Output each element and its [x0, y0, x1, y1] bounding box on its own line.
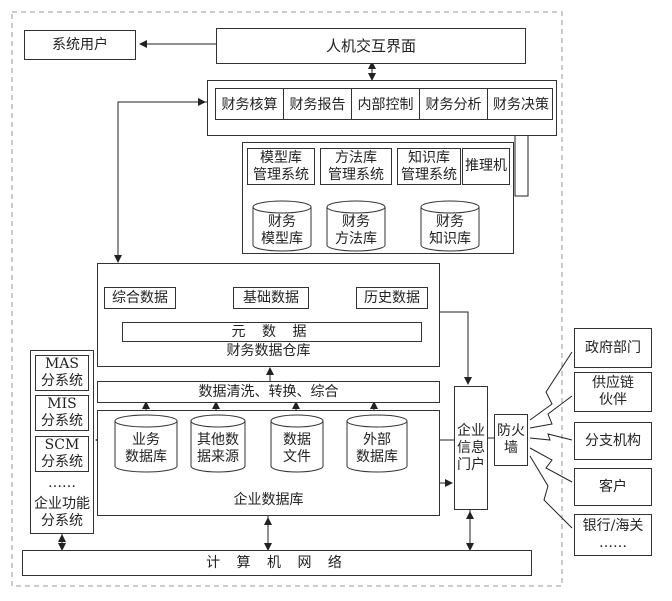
knowledge-mgmt-line2: 管理系统 [401, 166, 457, 183]
module-bar: 财务核算 财务报告 内部控制 财务分析 财务决策 [215, 88, 553, 120]
summary-data-label: 综合数据 [112, 289, 168, 306]
enterprise-subsystem-line2: 分系统 [41, 513, 83, 529]
firewall-line1: 防火 [497, 423, 525, 439]
enterprise-db-title: 企业数据库 [233, 492, 304, 508]
system-user-box: 系统用户 [24, 30, 136, 60]
external-supply-chain-line1: 供应链 [592, 375, 634, 391]
external-supply-chain: 供应链 伙伴 [574, 372, 652, 412]
mas-line1: MAS [44, 356, 80, 372]
inference-engine-label: 推理机 [465, 158, 507, 174]
external-db-line1: 外部 [363, 432, 391, 448]
fin-method-line2: 方法库 [335, 231, 377, 247]
other-sources-line1: 其他数 [197, 432, 239, 448]
fin-knowledge-line1: 财务 [436, 214, 464, 230]
external-supply-chain-line2: 伙伴 [599, 392, 627, 408]
hci-box: 人机交互界面 [216, 28, 526, 64]
module-internal-control: 内部控制 [352, 89, 420, 119]
external-branches: 分支机构 [574, 422, 652, 460]
hci-label: 人机交互界面 [325, 36, 416, 55]
module-reporting-label: 财务报告 [289, 97, 346, 113]
scm-line2: 分系统 [41, 454, 83, 470]
enterprise-portal: 企业 信息 门户 [454, 386, 488, 510]
inference-engine-box: 推理机 [462, 148, 510, 185]
business-db-line2: 数据库 [125, 449, 167, 465]
etl-box: 数据清洗、转换、综合 [97, 381, 440, 403]
model-mgmt-box: 模型库 管理系统 [247, 148, 315, 185]
enterprise-subsystem: 企业功能 分系统 [30, 496, 94, 530]
module-analysis: 财务分析 [420, 89, 488, 119]
data-files-line1: 数据 [283, 432, 311, 448]
system-user-label: 系统用户 [52, 36, 108, 53]
external-db: 外部数据库 [346, 414, 408, 474]
fin-model-line2: 模型库 [261, 231, 303, 247]
module-internal-control-label: 内部控制 [357, 97, 414, 113]
portal-line1: 企业 [457, 422, 485, 439]
method-mgmt-line1: 方法库 [335, 149, 377, 166]
other-sources-line2: 据来源 [197, 449, 239, 465]
computer-network: 计 算 机 网 络 [22, 550, 532, 576]
mis-subsystem: MIS 分系统 [35, 395, 89, 431]
data-files: 数据文件 [270, 414, 324, 474]
metadata-box: 元 数 据 [122, 322, 422, 342]
system-boundary [11, 11, 563, 587]
summary-data-box: 综合数据 [104, 287, 176, 309]
data-files-line2: 文件 [283, 449, 311, 465]
mis-line2: 分系统 [41, 413, 83, 429]
fin-method-line1: 财务 [342, 214, 370, 230]
knowledge-mgmt-line1: 知识库 [408, 149, 450, 166]
external-government: 政府部门 [574, 328, 652, 368]
external-banks-line1: 银行/海关 [582, 518, 644, 534]
firewall-line2: 墙 [504, 440, 518, 456]
knowledge-mgmt-box: 知识库 管理系统 [397, 148, 461, 185]
module-decision: 财务决策 [488, 89, 554, 119]
basic-data-label: 基础数据 [243, 289, 299, 306]
history-data-box: 历史数据 [356, 287, 428, 309]
scm-line1: SCM [44, 437, 80, 453]
external-branches-label: 分支机构 [585, 432, 641, 449]
other-sources: 其他数据来源 [190, 414, 246, 474]
firewall: 防火 墙 [494, 414, 528, 466]
external-customers: 客户 [574, 468, 652, 506]
fin-model-line1: 财务 [268, 214, 296, 230]
computer-network-label: 计 算 机 网 络 [206, 554, 348, 571]
mas-subsystem: MAS 分系统 [35, 355, 89, 391]
scm-subsystem: SCM 分系统 [35, 436, 89, 472]
module-decision-label: 财务决策 [493, 97, 549, 113]
module-analysis-label: 财务分析 [425, 97, 482, 113]
mis-line1: MIS [47, 396, 77, 412]
fin-knowledge-base: 财务知识库 [420, 200, 480, 252]
external-government-label: 政府部门 [585, 339, 641, 356]
business-db-line1: 业务 [132, 432, 160, 448]
mas-line2: 分系统 [41, 373, 83, 389]
external-banks-line2: …… [599, 535, 627, 551]
external-customers-label: 客户 [599, 478, 627, 495]
fin-knowledge-line2: 知识库 [429, 231, 471, 247]
metadata-label: 元 数 据 [231, 323, 313, 340]
business-db: 业务数据库 [114, 414, 178, 474]
module-accounting-label: 财务核算 [221, 97, 278, 113]
portal-line3: 门户 [457, 456, 485, 473]
method-mgmt-box: 方法库 管理系统 [320, 148, 392, 185]
subsystem-ellipsis: …… [48, 475, 76, 491]
portal-line2: 信息 [457, 439, 485, 456]
data-warehouse-title: 财务数据仓库 [226, 343, 311, 359]
fin-model-base: 财务模型库 [252, 200, 312, 252]
fin-method-base: 财务方法库 [326, 200, 386, 252]
method-mgmt-line2: 管理系统 [328, 166, 384, 183]
module-accounting: 财务核算 [216, 89, 284, 119]
history-data-label: 历史数据 [364, 289, 420, 306]
external-db-line2: 数据库 [356, 449, 398, 465]
etl-label: 数据清洗、转换、综合 [198, 383, 339, 400]
basic-data-box: 基础数据 [233, 287, 309, 309]
module-reporting: 财务报告 [284, 89, 352, 119]
enterprise-subsystem-line1: 企业功能 [34, 496, 90, 512]
external-banks-customs: 银行/海关 …… [574, 514, 652, 556]
financial-data-warehouse [97, 263, 440, 367]
model-mgmt-line1: 模型库 [260, 149, 302, 166]
model-mgmt-line2: 管理系统 [253, 166, 309, 183]
